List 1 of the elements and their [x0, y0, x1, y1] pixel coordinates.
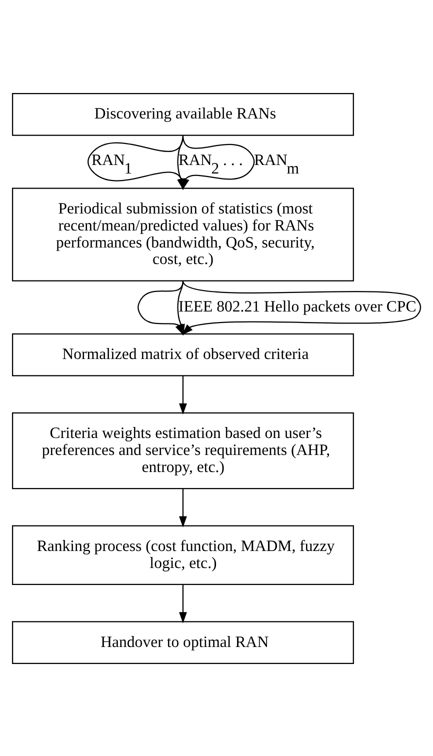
edge-label: IEEE 802.21 Hello packets over CPC — [178, 298, 416, 316]
